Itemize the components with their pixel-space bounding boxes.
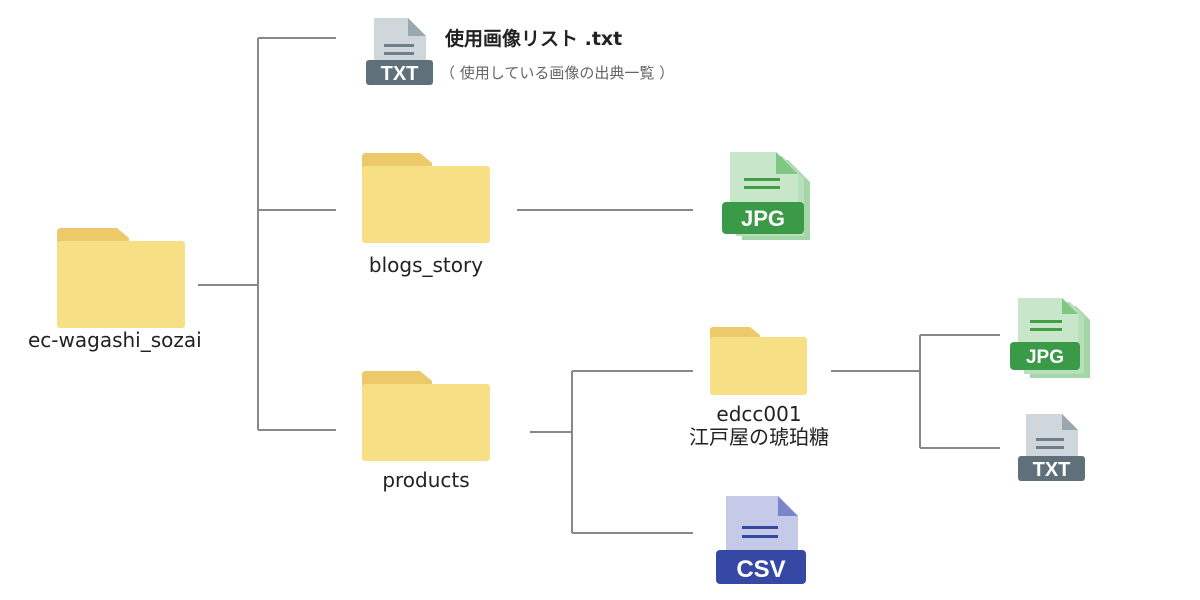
root-folder-label: ec-wagashi_sozai: [28, 328, 202, 352]
root-file-note: （ 使用している画像の出典一覧 ）: [440, 64, 675, 82]
products-folder-icon[interactable]: [362, 371, 490, 461]
root-file-name: 使用画像リスト .txt: [445, 28, 623, 50]
jpg-badge: JPG: [741, 206, 785, 231]
edcc001-folder-icon[interactable]: [710, 327, 807, 395]
subfolder-name-label: 江戸屋の琥珀糖: [689, 425, 829, 449]
products-folder-label: products: [382, 468, 470, 492]
root-folder-icon[interactable]: [57, 228, 185, 328]
csv-badge: CSV: [736, 556, 785, 583]
subfolder-jpg-badge: JPG: [1026, 347, 1064, 368]
subfolder-code-label: edcc001: [716, 402, 802, 426]
subfolder-txt-badge: TXT: [1033, 459, 1071, 481]
subfolder-txt-file-icon[interactable]: TXT: [1018, 414, 1085, 481]
csv-file-icon[interactable]: CSV: [716, 496, 806, 584]
subfolder-jpg-file-icon[interactable]: JPG: [1010, 298, 1090, 378]
txt-badge: TXT: [381, 63, 419, 85]
connector-lines: [198, 37, 1000, 534]
blogs-story-folder-label: blogs_story: [368, 253, 484, 277]
blogs-story-folder-icon[interactable]: [362, 153, 490, 243]
jpg-file-icon[interactable]: JPG: [722, 152, 810, 240]
txt-file-icon[interactable]: TXT: [366, 18, 433, 85]
